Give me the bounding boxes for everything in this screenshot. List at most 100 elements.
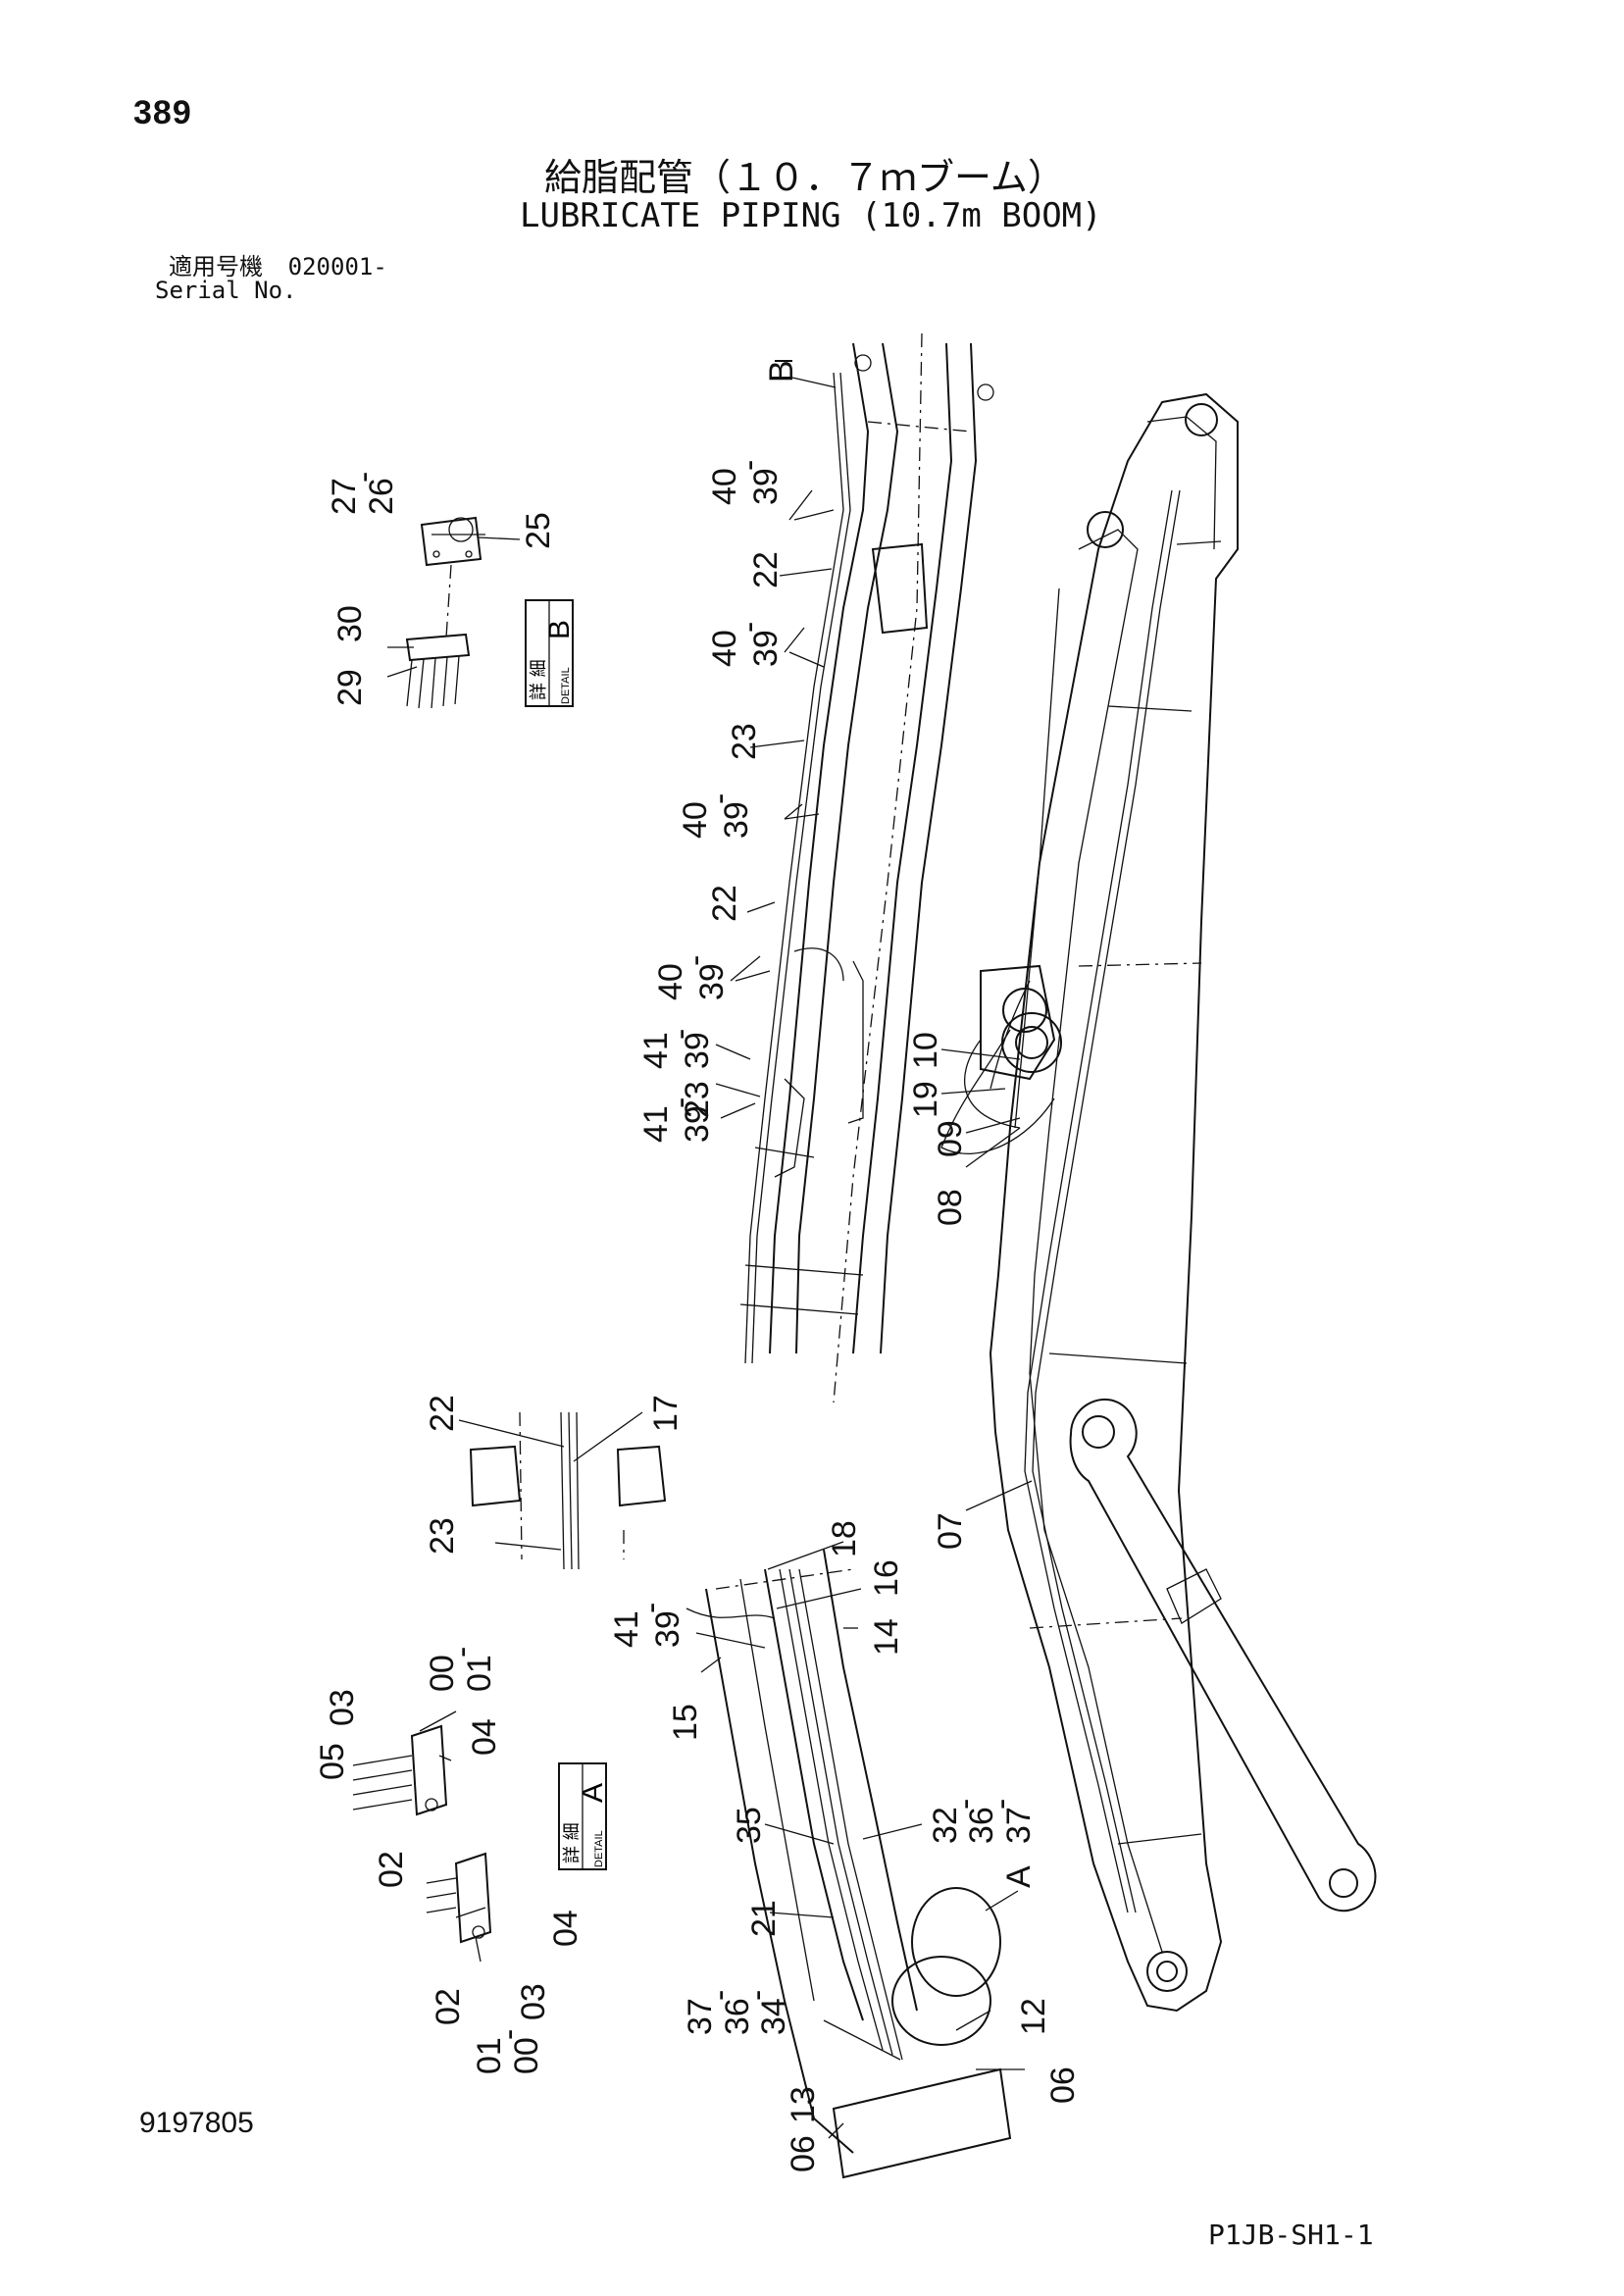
- callout-39: 39: [747, 630, 785, 667]
- callout-dash: -: [701, 793, 738, 804]
- boom-assembly: [940, 392, 1377, 2013]
- callout-37: 37: [682, 1998, 719, 2035]
- callout-40: 40: [652, 963, 689, 1000]
- callout-22: 22: [747, 551, 785, 588]
- callout-dash: -: [677, 955, 714, 966]
- detail-b-box: [525, 599, 574, 707]
- callout-06: 06: [1044, 2066, 1082, 2104]
- callout-41: 41: [637, 1032, 675, 1069]
- callout-dash: -: [662, 1029, 699, 1040]
- detail-a-assembly: [352, 1724, 492, 1944]
- callout-dash: -: [490, 2029, 528, 2040]
- callout-labels: 40 - 39 22 40 - 39 23 40 - 39 22 40 - 39…: [314, 360, 1082, 2172]
- callout-dash: -: [983, 1799, 1020, 1810]
- detail-b-letter: B: [543, 620, 576, 639]
- callout-39: 39: [679, 1105, 716, 1143]
- leader-lines: [386, 489, 1033, 2139]
- detail-b-ja: 詳 細: [529, 659, 549, 700]
- callout-39: 39: [693, 963, 731, 1000]
- callout-06: 06: [785, 2135, 822, 2172]
- callout-21: 21: [745, 1900, 783, 1937]
- callout-17: 17: [647, 1395, 685, 1432]
- callout-41: 41: [637, 1105, 675, 1143]
- callout-39: 39: [747, 468, 785, 505]
- detail-b-assembly: [405, 516, 482, 709]
- callout-36: 36: [963, 1807, 1000, 1844]
- callout-39: 39: [718, 801, 755, 839]
- callout-dash: -: [443, 1647, 481, 1658]
- callout-12: 12: [1015, 1998, 1052, 2035]
- section-view: [469, 1411, 667, 1570]
- boom-foot-bracket: [964, 964, 1056, 1129]
- callout-18: 18: [826, 1520, 863, 1557]
- serial-label-ja: 適用号機: [169, 253, 263, 281]
- callout-39: 39: [649, 1610, 686, 1648]
- sheet-reference: P1JB-SH1-1: [1208, 2219, 1374, 2251]
- callout-dash: -: [731, 460, 768, 471]
- callout-23: 23: [679, 1081, 716, 1118]
- callout-14: 14: [868, 1618, 905, 1656]
- detail-a-en: DETAIL: [593, 1830, 605, 1867]
- detail-b-en: DETAIL: [560, 667, 572, 704]
- callout-35: 35: [731, 1807, 768, 1844]
- callout-30: 30: [331, 605, 369, 642]
- serial-value: 020001-: [287, 253, 387, 281]
- callout-dash: -: [701, 1990, 738, 2001]
- callout-09: 09: [932, 1120, 969, 1157]
- detail-a-box: [558, 1762, 607, 1870]
- callout-dash: -: [731, 622, 768, 633]
- serial-label-en: Serial No.: [155, 277, 297, 304]
- callout-16: 16: [868, 1559, 905, 1597]
- callout-32: 32: [927, 1807, 964, 1844]
- callout-04: 04: [547, 1910, 584, 1947]
- callout-34: 34: [755, 1998, 792, 2035]
- callout-25: 25: [520, 512, 557, 549]
- callout-03: 03: [515, 1983, 552, 2020]
- view-marker-b: B: [763, 360, 800, 383]
- callout-01: 01: [471, 2037, 508, 2074]
- callout-22: 22: [424, 1395, 461, 1432]
- callout-dash: -: [946, 1799, 984, 1810]
- view-marker-a-leader: [985, 1890, 1019, 1912]
- callout-41: 41: [608, 1610, 645, 1648]
- callout-00: 00: [424, 1655, 461, 1692]
- callout-04: 04: [466, 1718, 503, 1756]
- detail-a-ja: 詳 細: [562, 1822, 583, 1863]
- title-english: LUBRICATE PIPING (10.7m BOOM): [520, 196, 1102, 235]
- callout-37: 37: [1000, 1807, 1038, 1844]
- callout-40: 40: [677, 801, 714, 839]
- callout-13: 13: [785, 2086, 822, 2123]
- document-number: 9197805: [139, 2107, 254, 2139]
- page-number: 389: [133, 94, 192, 131]
- callout-19: 19: [907, 1081, 944, 1118]
- callout-02: 02: [373, 1851, 410, 1888]
- callout-07: 07: [932, 1512, 969, 1550]
- callout-40: 40: [706, 468, 743, 505]
- callout-dash: -: [633, 1603, 670, 1613]
- view-marker-a: A: [1000, 1865, 1038, 1888]
- arm-lower-view: [685, 1549, 1012, 2179]
- callout-36: 36: [719, 1998, 756, 2035]
- arm-upper-view: [739, 332, 994, 1403]
- callout-23: 23: [726, 723, 763, 760]
- callout-40: 40: [706, 630, 743, 667]
- callout-05: 05: [314, 1743, 351, 1780]
- callout-27: 27: [326, 478, 363, 515]
- callout-02: 02: [430, 1988, 467, 2025]
- callout-01: 01: [461, 1655, 498, 1692]
- callout-29: 29: [331, 669, 369, 706]
- title-japanese: 給脂配管（１０．７ｍブーム）: [544, 156, 1065, 199]
- callout-03: 03: [324, 1689, 361, 1726]
- callout-dash: -: [662, 1097, 699, 1108]
- view-marker-b-leader: [791, 377, 837, 388]
- callout-dash: -: [345, 472, 382, 483]
- callout-26: 26: [363, 478, 400, 515]
- serial-line: 適用号機 020001-: [169, 247, 387, 281]
- callout-39: 39: [679, 1032, 716, 1069]
- callout-08: 08: [932, 1189, 969, 1226]
- callout-dash: -: [738, 1990, 776, 2001]
- callout-15: 15: [667, 1704, 704, 1741]
- callout-10: 10: [907, 1032, 944, 1069]
- callout-00: 00: [508, 2037, 545, 2074]
